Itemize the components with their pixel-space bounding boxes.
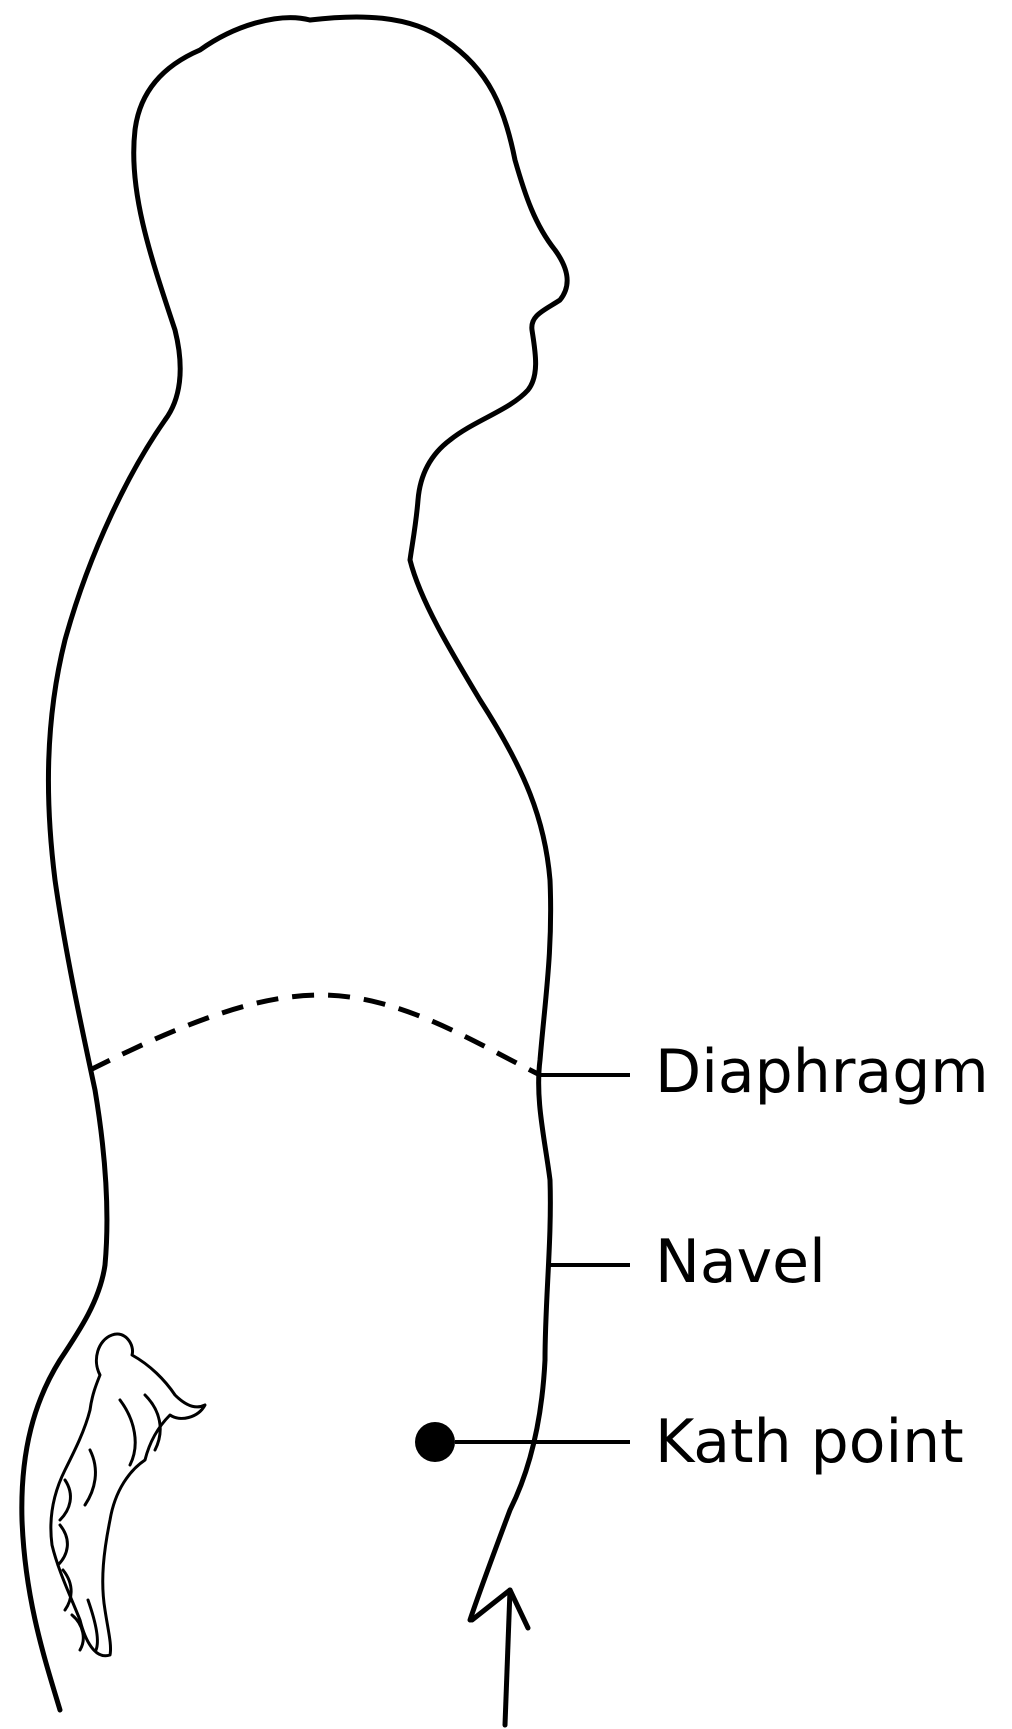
kath-point-dot xyxy=(415,1422,455,1462)
diaphragm-label: Diaphragm xyxy=(655,1037,989,1107)
arrow-shaft xyxy=(505,1590,510,1725)
kath-point-label: Kath point xyxy=(655,1407,964,1477)
pelvis-bone-sketch xyxy=(51,1334,205,1656)
diaphragm-line xyxy=(90,995,540,1075)
front-outline xyxy=(310,17,567,1620)
navel-label: Navel xyxy=(655,1227,826,1297)
back-outline xyxy=(22,18,310,1710)
